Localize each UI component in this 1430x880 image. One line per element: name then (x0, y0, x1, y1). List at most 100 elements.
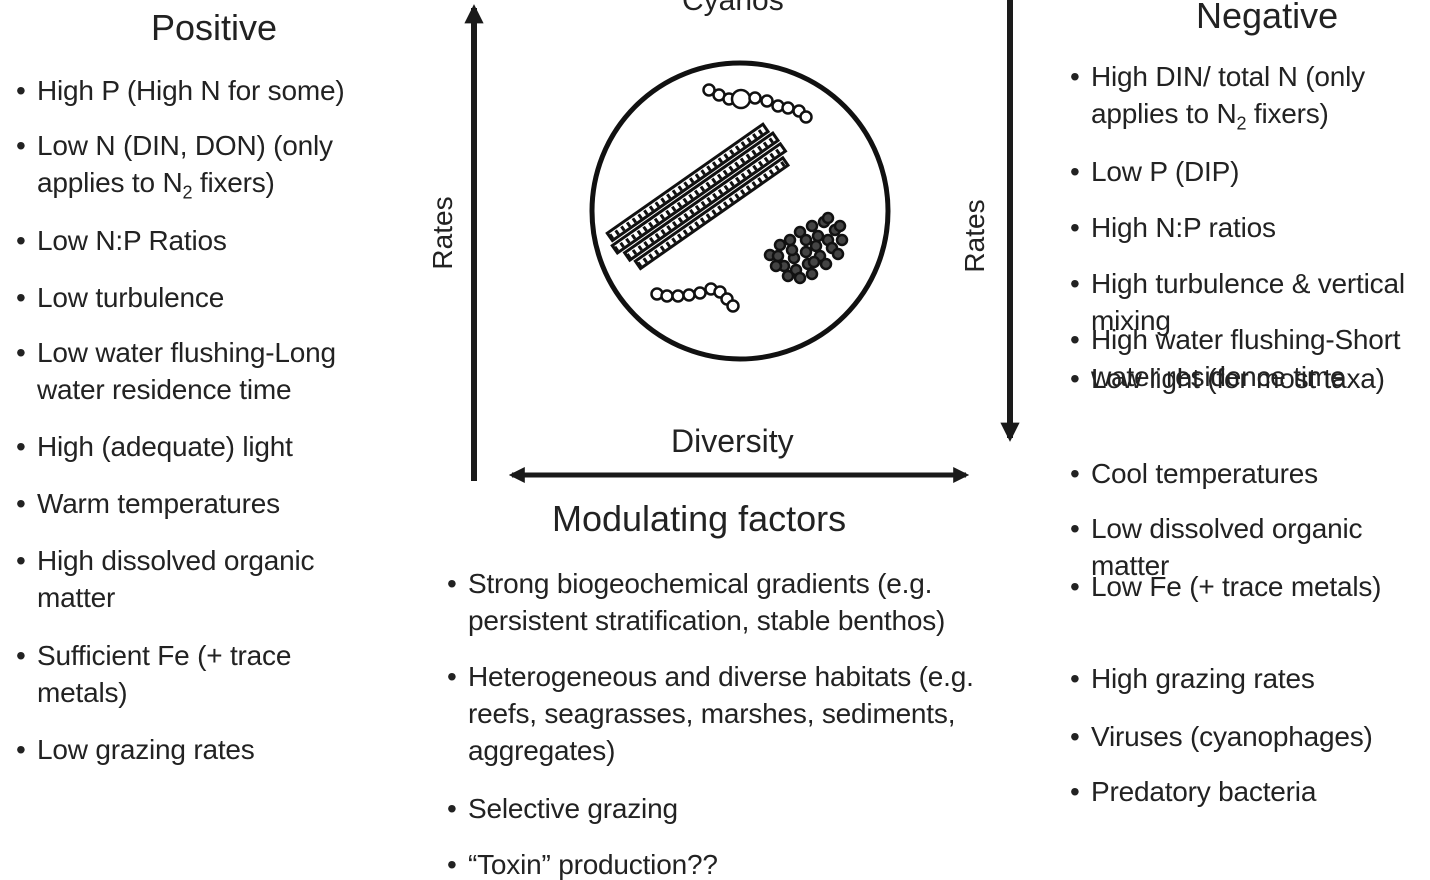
cell-chain-top-icon (702, 83, 813, 124)
negative-item: •Low light (for most taxa) (1070, 360, 1385, 397)
modulating-item: • “Toxin” production?? (447, 846, 718, 880)
negative-item: • High DIN/ total N (only applies to N2 fi… (1070, 58, 1365, 134)
bullet: • (16, 337, 26, 368)
colony-cell (805, 267, 819, 281)
bullet: • (16, 431, 26, 462)
modulating-item-line: Heterogeneous and diverse habitats (e.g. (468, 661, 974, 692)
chain-cell (781, 101, 795, 115)
subscript: 2 (182, 182, 193, 203)
bullet: • (447, 661, 457, 692)
positive-item-line: Low N:P Ratios (37, 225, 227, 256)
chain-cell (726, 299, 740, 313)
modulating-item: •Selective grazing (447, 790, 678, 827)
negative-item: •Low Fe (+ trace metals) (1070, 568, 1381, 605)
colony-cell (773, 238, 787, 252)
positive-item-line: Low water flushing-Long (37, 337, 336, 368)
positive-item-line: Low grazing rates (37, 734, 255, 765)
positive-item-line: High (adequate) light (37, 431, 293, 462)
bullet: • (1070, 324, 1080, 355)
chain-cell (730, 88, 752, 110)
modulating-item-line: reefs, seagrasses, marshes, sediments, (468, 698, 956, 729)
filamentous-cyanobacteria-icon (605, 122, 791, 271)
bullet: • (1070, 212, 1080, 243)
bullet: • (447, 568, 457, 599)
positive-item-line: water residence time (37, 374, 292, 405)
colony-cell (811, 229, 825, 243)
positive-item-line: Warm temperatures (37, 488, 280, 519)
negative-item-line: Predatory bacteria (1091, 776, 1317, 807)
chain-cell (660, 289, 674, 303)
modulating-item-line: aggregates) (468, 735, 616, 766)
bullet: • (16, 488, 26, 519)
positive-item-line: Low N (DIN, DON) (only (37, 130, 333, 161)
positive-item: •High P (High N for some) (16, 72, 345, 109)
bullet: • (1070, 776, 1080, 807)
negative-item-line: Low P (DIP) (1091, 156, 1240, 187)
colony-cell (809, 239, 823, 253)
modulating-item-line: Strong biogeochemical gradients (e.g. (468, 568, 933, 599)
colonial-cyanobacteria-icon (763, 211, 849, 285)
colony-cell (781, 269, 795, 283)
bullet: • (1070, 513, 1080, 544)
positive-item: • High (adequate) light (16, 428, 293, 465)
modulating-item: • Strong biogeochemical gradients (e.g. pe… (447, 565, 945, 639)
negative-item-line: High N:P ratios (1091, 212, 1276, 243)
bullet: • (1070, 663, 1080, 694)
negative-item-line: Cool temperatures (1091, 458, 1318, 489)
negative-item-line: water residence time (1091, 361, 1346, 392)
negative-factor-list: • High DIN/ total N (only applies to N2 fi… (1070, 58, 1430, 880)
modulating-item-line: “Toxin” production?? (468, 849, 718, 880)
colony-cell (821, 211, 835, 225)
negative-item: • High grazing rates (1070, 660, 1315, 697)
bullet: • (447, 793, 457, 824)
chain-cell (799, 110, 813, 124)
negative-item: • Predatory bacteria (1070, 773, 1316, 810)
colony-cell (805, 219, 819, 233)
subscript-suffix: fixers) (192, 167, 275, 198)
negative-item-line: mixing (1091, 305, 1171, 336)
bullet: • (16, 282, 26, 313)
bullet: • (1070, 156, 1080, 187)
subscript: 2 (1236, 113, 1247, 134)
cyanos-label: Cyanos (682, 0, 784, 17)
negative-item-line: High grazing rates (1091, 663, 1315, 694)
colony-cell (783, 233, 797, 247)
bullet: • (1070, 721, 1080, 752)
colony-cell (799, 245, 813, 259)
chain-cell (682, 288, 696, 302)
colony-cell (835, 233, 849, 247)
colony-cell (793, 271, 807, 285)
colony-cell (769, 259, 783, 273)
bullet: • (1070, 61, 1080, 92)
negative-item: • High water flushing-Short water residenc… (1070, 321, 1401, 395)
colony-cell (833, 219, 847, 233)
negative-item-line: High turbulence & vertical (1091, 268, 1405, 299)
positive-item: • Low water flushing-Long water residence … (16, 334, 336, 408)
negative-item-line: Low dissolved organic (1091, 513, 1363, 544)
modulating-heading: Modulating factors (552, 498, 847, 539)
negative-item-line: High water flushing-Short (1091, 324, 1401, 355)
chain-cell (671, 289, 685, 303)
negative-item-line: High DIN/ total N (only (1091, 61, 1365, 92)
modulating-item: • Heterogeneous and diverse habitats (e.g… (447, 658, 974, 769)
negative-item-line: applies to N2 fixers) (1091, 98, 1329, 134)
bullet: • (447, 849, 457, 880)
positive-item-line: High P (High N for some) (37, 75, 345, 106)
diversity-label: Diversity (671, 423, 794, 459)
negative-item: •Cool temperatures (1070, 455, 1318, 492)
negative-item: •Viruses (cyanophages) (1070, 718, 1373, 755)
positive-item: • Low N:P Ratios (16, 222, 227, 259)
negative-item: • High N:P ratios (1070, 209, 1276, 246)
modulating-item-line: persistent stratification, stable bentho… (468, 605, 946, 636)
bullet: • (16, 225, 26, 256)
positive-item-line: metals) (37, 677, 128, 708)
positive-item-line: High dissolved organic (37, 545, 315, 576)
colony-cell (799, 233, 813, 247)
